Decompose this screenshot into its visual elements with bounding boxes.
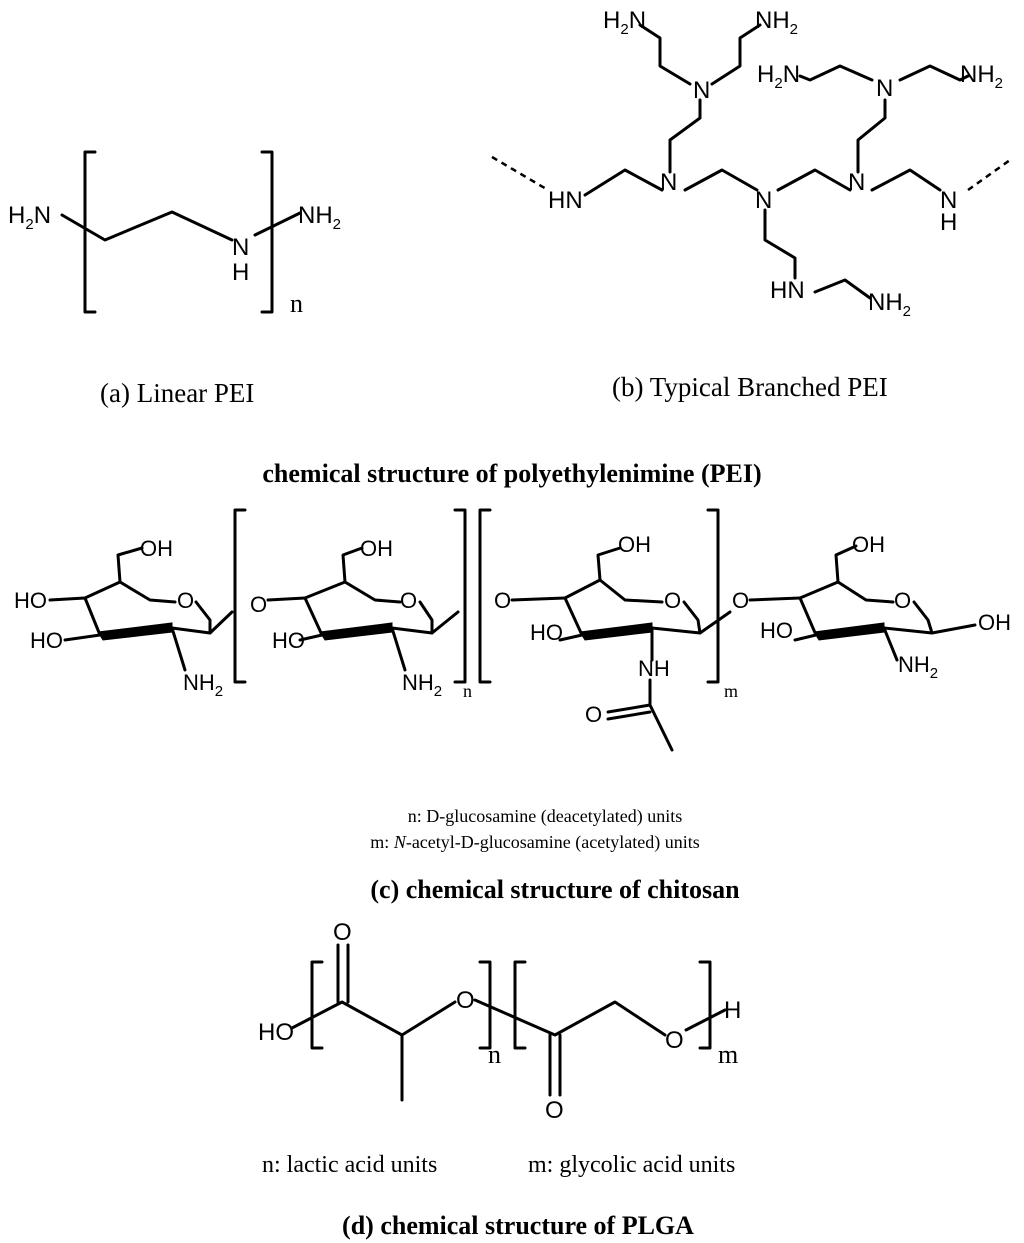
svg-text:N: N xyxy=(755,187,772,214)
svg-text:O: O xyxy=(665,1027,684,1054)
svg-text:HO: HO xyxy=(258,1019,294,1046)
chitosan-index-m: m xyxy=(724,681,738,701)
svg-text:O: O xyxy=(456,987,475,1014)
svg-text:N: N xyxy=(876,75,893,102)
svg-text:HO: HO xyxy=(760,618,793,643)
svg-text:O: O xyxy=(664,588,681,613)
svg-text:NH2: NH2 xyxy=(755,7,798,38)
svg-text:O: O xyxy=(545,1097,564,1124)
svg-text:N: N xyxy=(693,77,710,104)
svg-text:O: O xyxy=(400,588,417,613)
svg-text:OH: OH xyxy=(852,532,885,557)
chitosan-index-n: n xyxy=(463,681,472,701)
svg-text:NH2: NH2 xyxy=(868,289,911,320)
svg-text:HO: HO xyxy=(30,628,63,653)
svg-text:H: H xyxy=(940,209,957,236)
svg-text:HO: HO xyxy=(272,628,305,653)
svg-text:NH2: NH2 xyxy=(183,670,223,700)
svg-text:NH2: NH2 xyxy=(402,670,442,700)
plga-note-m: m: glycolic acid units xyxy=(528,1152,735,1178)
plga-index-n: n xyxy=(488,1040,501,1069)
svg-text:O: O xyxy=(494,588,511,613)
svg-text:HN: HN xyxy=(548,187,583,214)
chitosan-caption: (c) chemical structure of chitosan xyxy=(370,875,740,904)
svg-text:O: O xyxy=(585,702,602,727)
linear-pei-caption: (a) Linear PEI xyxy=(100,378,254,408)
svg-text:NH: NH xyxy=(638,656,670,681)
linear-pei-structure: H2N N H NH2 n xyxy=(8,150,341,318)
svg-text:H2N: H2N xyxy=(8,202,51,233)
svg-text:OH: OH xyxy=(360,536,393,561)
svg-text:N: N xyxy=(232,234,249,261)
svg-text:O: O xyxy=(177,588,194,613)
svg-text:NH2: NH2 xyxy=(898,652,938,682)
svg-text:O: O xyxy=(250,592,267,617)
plga-index-m: m xyxy=(718,1040,738,1069)
svg-text:H2N: H2N xyxy=(603,7,646,38)
svg-text:H: H xyxy=(232,259,249,286)
svg-text:O: O xyxy=(333,919,352,946)
svg-text:NH2: NH2 xyxy=(298,202,341,233)
svg-text:N: N xyxy=(848,169,865,196)
branched-pei-structure: HN N N N N H N N H2N NH2 H2N NH2 HN NH2 xyxy=(491,7,1011,320)
chitosan-structure: OH HO HO O NH2 O OH HO O NH2 O OH xyxy=(14,508,1011,752)
pei-section-title: chemical structure of polyethylenimine (… xyxy=(262,459,761,488)
svg-text:O: O xyxy=(894,588,911,613)
branched-pei-caption: (b) Typical Branched PEI xyxy=(612,372,888,402)
svg-text:H: H xyxy=(724,997,741,1024)
chitosan-note-m: m: N-acetyl-D-glucosamine (acetylated) u… xyxy=(370,832,699,853)
svg-text:O: O xyxy=(732,588,749,613)
svg-text:HO: HO xyxy=(530,620,563,645)
plga-caption: (d) chemical structure of PLGA xyxy=(342,1211,694,1240)
chitosan-note-n: n: D-glucosamine (deacetylated) units xyxy=(408,806,682,827)
svg-text:NH2: NH2 xyxy=(960,61,1003,92)
svg-text:HO: HO xyxy=(14,588,47,613)
svg-text:OH: OH xyxy=(618,532,651,557)
svg-text:OH: OH xyxy=(140,536,173,561)
linear-pei-repeat-index: n xyxy=(290,289,303,318)
svg-text:N: N xyxy=(660,169,677,196)
svg-text:HN: HN xyxy=(770,277,805,304)
svg-text:N: N xyxy=(940,187,957,214)
plga-structure: HO O O O O H n m xyxy=(258,919,741,1124)
svg-text:OH: OH xyxy=(978,610,1011,635)
svg-text:H2N: H2N xyxy=(757,61,800,92)
plga-note-n: n: lactic acid units xyxy=(262,1152,437,1178)
